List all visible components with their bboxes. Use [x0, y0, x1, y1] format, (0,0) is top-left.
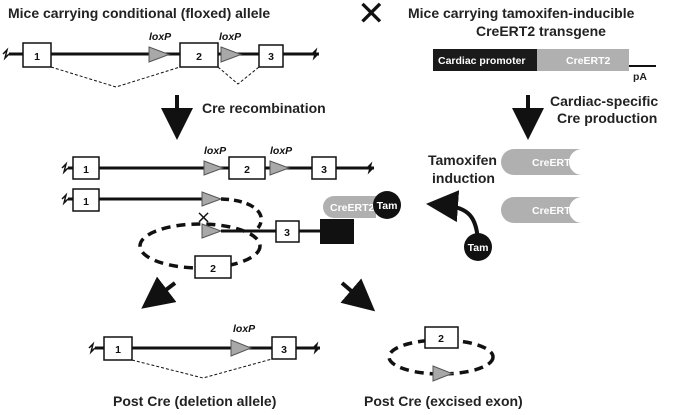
- exon-1-label: 1: [34, 51, 40, 63]
- exon-2-box: [179, 42, 219, 68]
- loxp-label-1: loxP: [149, 31, 172, 43]
- creert2-label-inactive-1: CreERT2: [532, 157, 577, 169]
- induction-label: induction: [432, 170, 495, 186]
- splice-1-2: [50, 66, 181, 88]
- deletion-allele: 1 loxP 3: [88, 323, 320, 379]
- exon-2-label: 2: [210, 263, 216, 275]
- recombination-cross-icon: ×: [196, 207, 211, 228]
- loxp-site: [201, 191, 223, 207]
- creert2-gene-box: [537, 49, 629, 71]
- exon-3-label: 3: [268, 51, 274, 63]
- cross-symbol: ✕: [357, 0, 386, 34]
- cardiac-promoter-label: Cardiac promoter: [438, 55, 526, 67]
- creert2-transgene: Cardiac promoter CreERT2 pA: [433, 49, 656, 83]
- bound-cre-block: [320, 219, 354, 244]
- recombination-intermediate: 1 × 3 2: [61, 188, 354, 279]
- tam-label-free: Tam: [468, 242, 489, 254]
- excised-exon-circle: 2: [387, 326, 495, 382]
- active-creert2-complex: CreERT2 Tam: [323, 191, 401, 219]
- exon-1-label: 1: [83, 196, 89, 208]
- exon-1-box: [22, 42, 52, 68]
- tam-label-bound: Tam: [377, 200, 398, 212]
- excised-exon-caption: Post Cre (excised exon): [364, 393, 523, 409]
- loxp-site: [203, 160, 225, 176]
- floxed-allele-middle: 1 loxP 2 loxP 3: [61, 145, 374, 180]
- loxp-site-1: [148, 46, 171, 63]
- splice-2-3: [217, 66, 260, 85]
- cre-recombination-label: Cre recombination: [202, 100, 326, 116]
- exon-3-label: 3: [281, 344, 287, 356]
- exon-3-label: 3: [284, 227, 290, 239]
- cardiac-specific-label: Cardiac-specific: [550, 93, 658, 109]
- creert2-label-inactive-2: CreERT2: [532, 205, 577, 217]
- exon-2-label: 2: [196, 51, 202, 63]
- tam-bound: [373, 191, 401, 219]
- creert2-gene-label: CreERT2: [566, 55, 611, 67]
- deletion-allele-caption: Post Cre (deletion allele): [113, 393, 276, 409]
- tamoxifen-label: Tamoxifen: [428, 152, 497, 168]
- exon-1-label: 1: [115, 344, 121, 356]
- creert2-label-active: CreERT2: [330, 202, 375, 214]
- creert2-transgene-title: CreERT2 transgene: [476, 23, 606, 39]
- creert2-mice-title: Mice carrying tamoxifen-inducible: [408, 5, 635, 21]
- creert2-inactive-1: [501, 149, 582, 175]
- cardiac-promoter-box: [433, 49, 537, 71]
- loxp-site: [201, 223, 223, 239]
- loxp-site: [432, 365, 454, 382]
- cre-production-label: Cre production: [557, 110, 657, 126]
- loxp-label: loxP: [270, 145, 293, 157]
- floxed-allele: 1 loxP 2 loxP 3: [2, 31, 319, 88]
- floxed-allele-title: Mice carrying conditional (floxed) allel…: [8, 5, 270, 21]
- arrow-to-excised: [340, 278, 376, 312]
- polya-label: pA: [633, 71, 647, 83]
- splice-1-3: [131, 358, 273, 379]
- loxp-label: loxP: [233, 323, 256, 335]
- loxp-site: [230, 339, 253, 357]
- tam-free: [464, 233, 492, 261]
- arrow-to-deletion: [141, 276, 177, 309]
- loxp-site: [269, 160, 291, 176]
- loxp-label-2: loxP: [219, 31, 242, 43]
- loxp-site-2: [220, 46, 243, 63]
- exon-2-label: 2: [438, 333, 444, 345]
- exon-3-box: [258, 44, 284, 68]
- creert2-inactive-2: [501, 197, 582, 223]
- exon-3-label: 3: [321, 164, 327, 176]
- loxp-label: loxP: [204, 145, 227, 157]
- exon-2-label: 2: [244, 164, 250, 176]
- exon-1-label: 1: [83, 164, 89, 176]
